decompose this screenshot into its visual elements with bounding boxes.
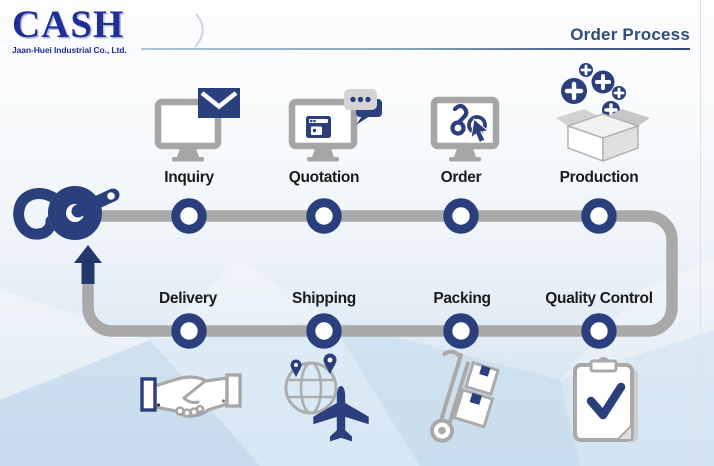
globe-glyph bbox=[284, 361, 338, 415]
production-box-icon bbox=[553, 58, 653, 164]
hand-truck-icon bbox=[420, 349, 510, 448]
left-cuff bbox=[140, 377, 157, 412]
step-node-quality-control bbox=[581, 313, 617, 349]
hook-product-glyph bbox=[450, 103, 469, 136]
step-node-packing bbox=[443, 313, 479, 349]
step-node-inquiry bbox=[171, 198, 207, 234]
step-node-quotation bbox=[306, 198, 342, 234]
page-title: Order Process bbox=[570, 25, 690, 44]
parts-plus-glyphs bbox=[561, 63, 626, 119]
step-label-order: Order bbox=[440, 169, 482, 186]
step-label-production: Production bbox=[559, 169, 639, 186]
step-node-shipping bbox=[306, 313, 342, 349]
step-node-production bbox=[581, 198, 617, 234]
step-label-shipping: Shipping bbox=[292, 290, 356, 307]
step-label-delivery: Delivery bbox=[159, 290, 217, 307]
step-label-quality-control: Quality Control bbox=[545, 290, 653, 307]
up-arrow-icon bbox=[74, 245, 102, 284]
monitor-quote-chat-icon bbox=[284, 86, 386, 166]
page-edge-line bbox=[700, 0, 701, 466]
globe-airplane-icon bbox=[277, 350, 377, 448]
open-box-glyph bbox=[556, 109, 650, 163]
quote-document-glyph bbox=[306, 116, 331, 138]
box-glyph bbox=[464, 360, 500, 397]
airplane-glyph bbox=[313, 386, 369, 442]
header-divider bbox=[141, 48, 690, 50]
clipboard-check-icon bbox=[562, 352, 650, 448]
logo-swoosh-arc bbox=[194, 13, 204, 48]
right-cuff bbox=[225, 373, 242, 408]
handshake-icon bbox=[140, 364, 242, 426]
checkmark-glyph bbox=[586, 382, 626, 420]
cursor-click-glyph bbox=[467, 115, 490, 144]
step-label-inquiry: Inquiry bbox=[164, 169, 214, 186]
step-label-quotation: Quotation bbox=[288, 169, 360, 186]
step-node-order bbox=[443, 198, 479, 234]
monitor-order-click-icon bbox=[424, 86, 520, 166]
logo-wordmark: CASH bbox=[12, 3, 125, 46]
process-pipe bbox=[82, 210, 678, 337]
logo-subtitle: Jaan-Huei Industrial Co., Ltd. bbox=[12, 45, 127, 55]
company-logo: CASH Jaan-Huei Industrial Co., Ltd. bbox=[12, 3, 202, 55]
envelope-glyph bbox=[198, 88, 240, 118]
monitor-email-icon bbox=[148, 86, 244, 166]
chat-bubbles-glyph bbox=[344, 89, 382, 125]
location-pin-glyph bbox=[290, 353, 337, 377]
step-label-packing: Packing bbox=[433, 290, 491, 307]
step-node-delivery bbox=[171, 313, 207, 349]
hook-icon bbox=[13, 186, 120, 240]
